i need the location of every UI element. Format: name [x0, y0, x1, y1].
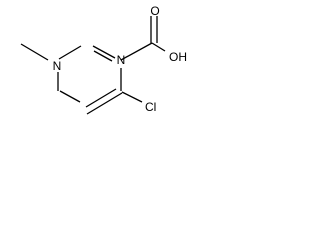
bond-c-cl [121, 91, 143, 103]
bond-n3-c2 [58, 45, 82, 60]
bond-c2-n1-double [93, 50, 113, 62]
bond-c-oh [151, 42, 166, 52]
bond-c4-c5 [59, 90, 81, 103]
atom-label-oxygen: O [150, 4, 159, 18]
atom-label-chlorine: Cl [145, 100, 156, 114]
atom-label-hydroxyl: OH [169, 50, 187, 64]
bond-methyl [20, 43, 49, 61]
bond-c2-n1 [92, 45, 116, 59]
atom-label-n3: N [53, 59, 62, 73]
bond-c5-c6-double [85, 88, 117, 108]
bond-c-carboxyl [120, 42, 153, 61]
bond-c5-c6 [86, 92, 123, 115]
atom-label-n1: N [117, 53, 126, 67]
structure-diagram: N N O OH Cl [20, 4, 187, 115]
